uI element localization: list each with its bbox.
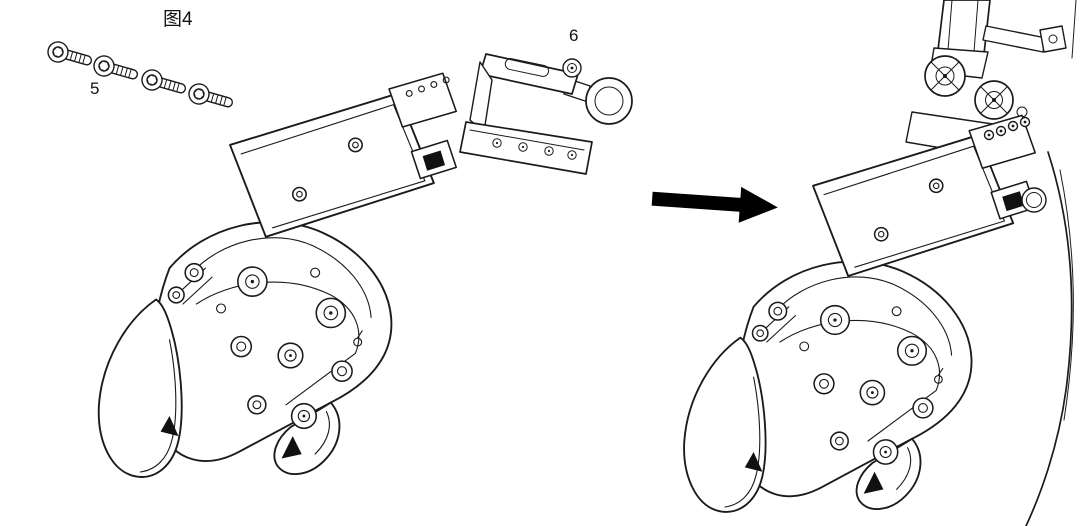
exploded-gripper-drawing [97, 72, 458, 478]
screw-icon [44, 38, 95, 72]
screws-item-5 [44, 38, 236, 114]
transform-arrow [651, 186, 778, 223]
bracket-label: 6 [569, 26, 579, 45]
assembled-gripper-drawing [683, 114, 1037, 513]
screws-label: 5 [90, 79, 100, 98]
screw-icon [185, 80, 236, 114]
figure-title: 图4 [163, 9, 193, 30]
bracket-item-6 [459, 53, 633, 175]
installed-fasteners [983, 116, 1047, 213]
screw-icon [138, 66, 189, 100]
robot-arm-drawing [905, 0, 1082, 526]
